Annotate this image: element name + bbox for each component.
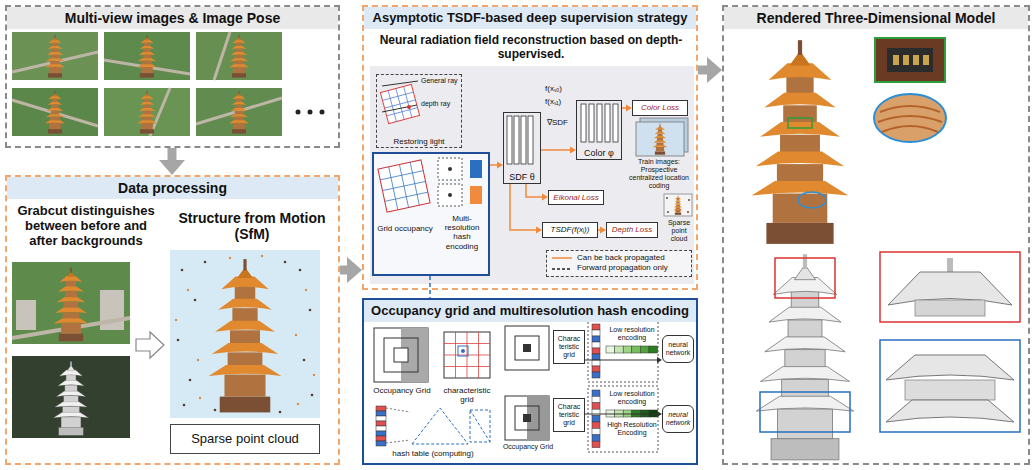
connector-line	[698, 66, 708, 75]
text-label: Low resolution encoding	[604, 390, 660, 406]
connector	[585, 411, 662, 417]
legend-sample	[551, 254, 573, 262]
connector-line	[585, 414, 658, 415]
legend-sample	[551, 265, 573, 273]
ray-box: Restoring light	[376, 74, 462, 148]
node-label: Charac teristic grid	[556, 403, 582, 427]
connector	[698, 57, 722, 83]
node-label: SDF θ	[509, 172, 535, 182]
text-label: Low resolution encoding	[604, 326, 660, 342]
loss-box: Depth Loss	[606, 222, 658, 238]
node-label: Eikonal Loss	[553, 193, 598, 202]
network-box: neural network	[662, 405, 694, 433]
connector	[340, 257, 362, 283]
legend-text: Can be back propagated	[577, 253, 665, 263]
panel-title: Occupancy grid and multiresolution hash …	[364, 300, 696, 322]
text-label: Occupancy Grid	[366, 386, 438, 395]
connector-line	[168, 148, 177, 161]
method-figure	[370, 66, 694, 284]
node-label: TSDF(f(xᵢ))	[551, 225, 590, 234]
connector	[510, 184, 542, 234]
encoding-box: Grid occupancyMulti-resolution hash enco…	[372, 152, 490, 276]
panel-title: Multi-view images & Image Pose	[7, 7, 338, 29]
node-label: Restoring light	[393, 137, 444, 146]
legend-text: Forward propagation only	[577, 263, 668, 273]
output-panel: Rendered Three-Dimensional Model	[722, 5, 1030, 465]
connector-line	[585, 360, 658, 361]
node-label: Depth Loss	[612, 225, 652, 234]
connector-line	[340, 266, 348, 275]
connector	[430, 276, 431, 298]
text-label: characteristic grid	[436, 386, 498, 404]
loss-box: Color Loss	[632, 100, 688, 116]
text-label: Train images: Prospective centralized lo…	[624, 158, 694, 190]
node-label: Color φ	[584, 148, 614, 158]
text-label: General ray	[421, 77, 461, 85]
connector	[622, 105, 632, 112]
text-label: ∇SDF	[547, 118, 587, 127]
node-label: Sparse point cloud	[191, 432, 299, 447]
legend-line	[552, 257, 572, 259]
legend: Can be back propagatedForward propagatio…	[546, 250, 692, 277]
node-text: Grid occupancy	[376, 224, 434, 233]
loss-box: Eikonal Loss	[548, 190, 604, 205]
connector	[159, 148, 185, 175]
grid-box: Charac teristic grid	[553, 330, 585, 364]
connector	[598, 227, 606, 234]
node-label: Charac teristic grid	[556, 335, 582, 359]
arrow-head	[707, 57, 722, 83]
text-label: f(xₛ₁)	[545, 97, 585, 106]
connector-line	[541, 149, 571, 151]
encoding-panel: Occupancy grid and multiresolution hash …	[362, 298, 698, 465]
panel-title: Data processing	[7, 177, 338, 199]
legend-line	[552, 268, 572, 270]
legend-row: Can be back propagated	[551, 253, 687, 263]
text-label: Occupancy Grid	[500, 443, 556, 451]
node-label: Color Loss	[641, 103, 679, 112]
color-network: Color φ	[576, 100, 622, 160]
caption-box: Sparse point cloud	[170, 424, 320, 454]
panel-title: Rendered Three-Dimensional Model	[724, 7, 1028, 29]
method-panel: Asymptotic TSDF-based deep supervision s…	[362, 5, 698, 290]
connector	[541, 147, 576, 154]
panel-title: Asymptotic TSDF-based deep supervision s…	[364, 7, 696, 29]
legend-row: Forward propagation only	[551, 263, 687, 273]
text-label: Grabcut distinguishes between before and…	[10, 204, 162, 249]
input-panel: Multi-view images & Image Pose	[5, 5, 340, 148]
text-label: Sparse point cloud	[663, 219, 695, 243]
text-label: depth ray	[421, 100, 461, 108]
node-label: neural network	[665, 411, 691, 427]
processing-images	[12, 250, 320, 438]
connector-line	[526, 184, 543, 197]
arrow-head	[159, 160, 185, 175]
text-label: hash table (computing)	[374, 449, 492, 458]
connector-line	[429, 276, 431, 298]
connector	[526, 184, 548, 201]
connector	[585, 357, 662, 363]
connector-line	[510, 184, 537, 230]
node-text: Multi-resolution hash encoding	[436, 214, 488, 251]
text-label: High Resolution Encoding	[604, 421, 660, 437]
node-text: Neural radiation field reconstruction ba…	[370, 34, 692, 62]
input-photos	[12, 32, 325, 136]
network-box: neural network	[662, 335, 694, 363]
node-label: neural network	[665, 341, 691, 357]
tsdf-box: TSDF(f(xᵢ))	[542, 222, 598, 238]
connector	[490, 162, 503, 169]
grid-box: Charac teristic grid	[553, 398, 585, 432]
arrow-head	[347, 257, 362, 283]
rendered-models	[752, 38, 1020, 460]
sdf-network: SDF θ	[503, 112, 541, 184]
text-label: Structure from Motion (SfM)	[168, 210, 336, 242]
connector-line	[490, 164, 498, 166]
text-label: f(xₛ₀)	[545, 84, 585, 93]
